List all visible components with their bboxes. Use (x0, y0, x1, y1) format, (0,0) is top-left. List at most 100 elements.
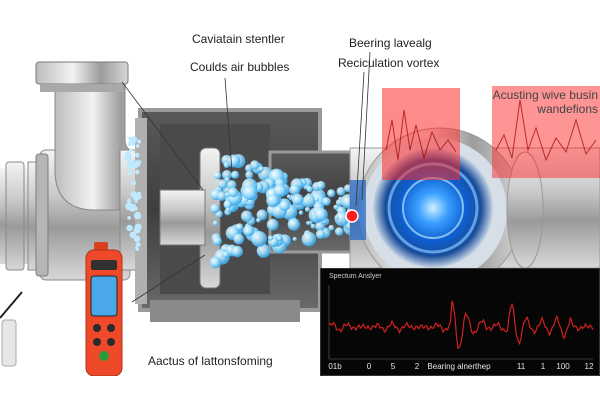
meter-screen (90, 275, 118, 317)
axis-tick: 100 (556, 362, 570, 371)
probe (0, 291, 23, 367)
axis-tick: 2 (414, 362, 420, 371)
bubble (132, 136, 136, 140)
bubble (227, 154, 241, 168)
bubble (245, 170, 254, 179)
bubble (315, 229, 326, 239)
bubble (328, 224, 335, 231)
axis-tick: 01b (328, 362, 342, 371)
bubble (322, 197, 331, 206)
bubble (286, 194, 291, 199)
axis-tick: 0 (366, 362, 372, 371)
bubble (242, 185, 258, 201)
spectrum-trace (328, 300, 594, 350)
bubble (242, 224, 255, 237)
bubble (266, 218, 279, 231)
leader-lines (121, 51, 371, 303)
bubble (225, 207, 231, 212)
bubble (241, 210, 253, 222)
bubble (126, 224, 133, 232)
bubble (334, 215, 339, 220)
bubble (226, 180, 237, 190)
bubble (212, 236, 222, 246)
bubble (298, 210, 304, 215)
bubble (235, 223, 244, 231)
bubble (137, 139, 141, 144)
bubble (126, 198, 132, 203)
bubble (127, 216, 131, 220)
handheld-meter (85, 242, 123, 376)
bubble (135, 144, 140, 148)
bubble (314, 208, 328, 222)
bubble (223, 200, 233, 209)
bubble (287, 218, 301, 231)
bubble (267, 235, 274, 241)
bubble (127, 142, 132, 147)
bubble (256, 217, 261, 223)
bubble (327, 189, 336, 198)
bubble (306, 186, 313, 193)
bubbles-label: Coulds air bubbles (190, 60, 290, 74)
bubble (316, 180, 326, 190)
bubble (333, 204, 339, 210)
bubble (217, 179, 228, 190)
bubble (256, 209, 268, 221)
bubble (231, 170, 240, 179)
bubble (231, 245, 243, 258)
axis-tick: 5 (390, 362, 396, 371)
bubble (213, 171, 222, 180)
bubble (129, 231, 137, 239)
bubble (315, 221, 326, 232)
bubble (233, 233, 245, 245)
spectrum-plot (328, 285, 594, 360)
bubble (273, 184, 287, 198)
cavitation-label: Caviatain stentler (192, 32, 285, 46)
axis-tick: 12 (584, 362, 594, 371)
acoustic-label: Acusting wive busin wandefions (492, 88, 598, 116)
bubble (131, 180, 137, 186)
bubble (129, 159, 136, 166)
bubble (222, 170, 232, 180)
bubble (134, 152, 140, 158)
bubble (212, 220, 219, 226)
bubble (133, 211, 142, 220)
bubble (135, 246, 138, 249)
bubble (292, 236, 297, 242)
bubble (130, 191, 137, 198)
bubble (314, 197, 319, 202)
bubble (125, 202, 134, 211)
air-bubbles (124, 136, 361, 269)
bubble (276, 235, 283, 241)
bubble (310, 223, 316, 229)
bubble (301, 231, 317, 247)
bubble (134, 160, 141, 167)
bubble (127, 171, 132, 176)
bubble (334, 227, 344, 236)
bubble (266, 193, 280, 208)
axis-tick: 11 (516, 362, 526, 371)
bubble (336, 187, 346, 196)
bubble (228, 187, 239, 198)
bubble (128, 136, 133, 141)
meter-label: Aactus of lattonsfoming (148, 354, 273, 368)
bubble (134, 199, 138, 203)
bubble (256, 244, 271, 258)
bubble (209, 256, 222, 269)
bubble (136, 193, 142, 200)
bubble (306, 220, 311, 226)
bubble (129, 148, 133, 152)
recirculation-label: Reciculation vortex (338, 56, 440, 70)
bubble (250, 160, 260, 170)
bearing-label: Beering lavealg (349, 36, 432, 50)
impeller (159, 147, 221, 289)
bearing-hotspot (345, 209, 359, 223)
bubble (258, 166, 264, 172)
bubble (135, 242, 141, 247)
bubble (302, 194, 316, 208)
bubble (289, 184, 301, 196)
bubble (134, 223, 142, 231)
bubble (126, 164, 132, 170)
